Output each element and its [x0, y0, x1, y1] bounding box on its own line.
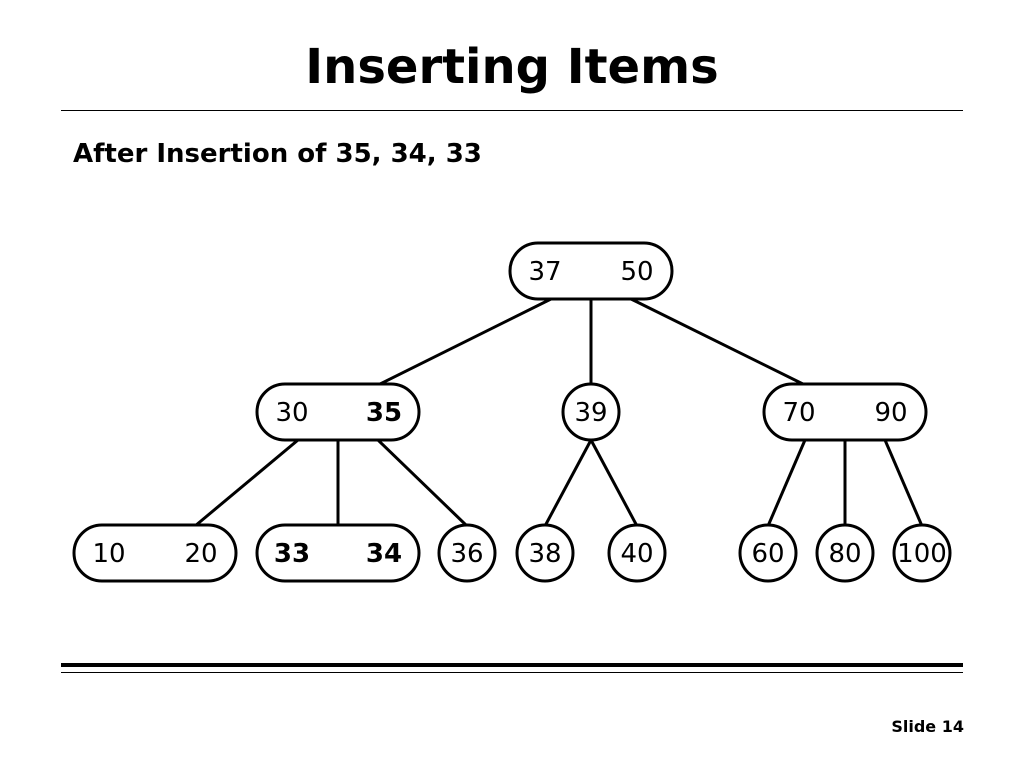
tree-node-n80: 80: [815, 523, 875, 583]
title-divider: [61, 110, 963, 111]
footer-divider-thick: [61, 663, 963, 667]
node-key: 30: [275, 398, 308, 428]
tree-node-n30-35: 30 35: [255, 382, 421, 442]
node-key: 39: [574, 398, 607, 428]
tree-node-n40: 40: [607, 523, 667, 583]
tree-node-n70-90: 70 90: [762, 382, 928, 442]
node-key: 33: [274, 539, 310, 569]
node-key: 35: [366, 398, 402, 428]
node-key: 50: [620, 257, 653, 287]
tree-edge: [766, 439, 807, 527]
footer-divider-thin: [61, 672, 963, 673]
node-shape: [437, 523, 497, 583]
node-key: 20: [184, 539, 217, 569]
tree-edge: [376, 438, 469, 528]
node-shape: [255, 523, 421, 583]
node-key: 37: [528, 257, 561, 287]
tree-node-n33-34: 33 34: [255, 523, 421, 583]
tree-edge: [630, 297, 806, 387]
tree-node-n60: 60: [738, 523, 798, 583]
tree-node-n100: 100: [892, 523, 952, 583]
node-key: 70: [782, 398, 815, 428]
slide-subtitle: After Insertion of 35, 34, 33: [73, 139, 482, 169]
tree-edge: [194, 438, 299, 528]
tree-node-n10-20: 10 20: [72, 523, 238, 583]
tree-edge: [543, 439, 593, 527]
tree-edge: [377, 297, 552, 387]
tree-edge: [589, 439, 639, 527]
node-key: 38: [528, 539, 561, 569]
tree-edge: [883, 439, 924, 527]
slide-title: Inserting Items: [305, 39, 719, 95]
node-key: 40: [620, 539, 653, 569]
node-shape: [515, 523, 575, 583]
node-shape: [255, 382, 421, 442]
node-key: 90: [874, 398, 907, 428]
tree-node-n39: 39: [561, 382, 621, 442]
node-key: 60: [751, 539, 784, 569]
tree-node-n36: 36: [437, 523, 497, 583]
node-key: 36: [450, 539, 483, 569]
node-shape: [892, 523, 952, 583]
tree-node-n38: 38: [515, 523, 575, 583]
node-shape: [508, 241, 674, 301]
node-key: 100: [897, 539, 947, 569]
tree-node-root: 37 50: [508, 241, 674, 301]
node-key: 34: [366, 539, 402, 569]
node-shape: [607, 523, 667, 583]
slide-number: Slide 14: [891, 717, 964, 736]
node-shape: [815, 523, 875, 583]
node-shape: [72, 523, 238, 583]
node-shape: [561, 382, 621, 442]
node-key: 10: [92, 539, 125, 569]
node-shape: [762, 382, 928, 442]
node-key: 80: [828, 539, 861, 569]
node-shape: [738, 523, 798, 583]
